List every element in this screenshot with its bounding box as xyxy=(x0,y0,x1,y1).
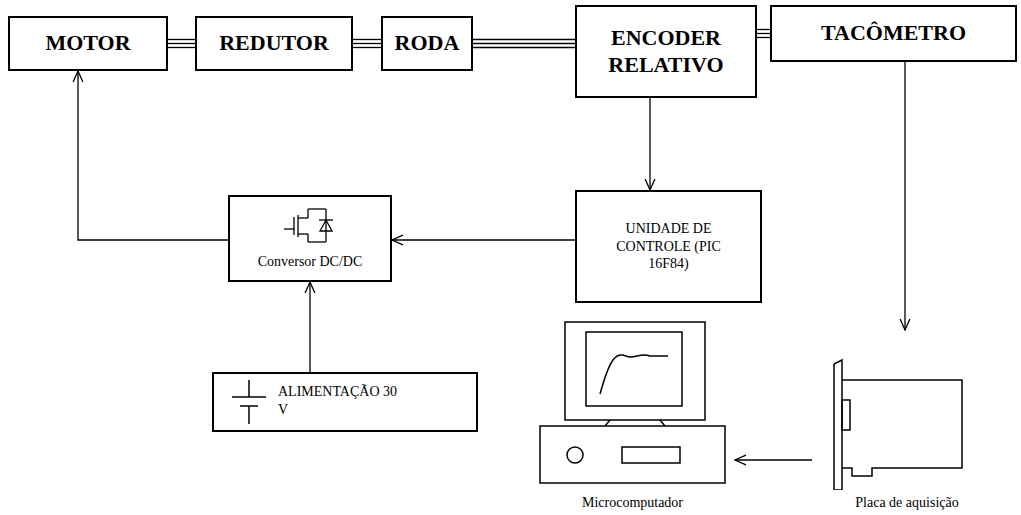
signal-arrow xyxy=(735,455,812,465)
shaft-connector xyxy=(168,40,195,48)
wheel-box: RODA xyxy=(381,16,473,71)
mosfet-diode-symbol xyxy=(282,205,342,245)
caption-label: Placa de aquisição xyxy=(812,494,1002,512)
block-label: MOTOR xyxy=(45,30,130,56)
battery-symbol xyxy=(224,378,274,428)
tachometer-box: TACÔMETRO xyxy=(770,5,1017,62)
caption-label: Conversor DC/DC xyxy=(230,253,390,271)
shaft-connector xyxy=(353,40,381,48)
reducer-box: REDUTOR xyxy=(195,16,353,71)
block-label: RODA xyxy=(395,30,460,56)
block-label: REDUTOR xyxy=(219,30,329,56)
acquisition-card-drawing xyxy=(812,330,1002,490)
motor-box: MOTOR xyxy=(8,16,168,71)
control-unit-box: UNIDADE DE CONTROLE (PIC 16F84) xyxy=(575,190,762,303)
signal-arrow xyxy=(392,235,575,245)
caption-label: UNIDADE DE CONTROLE (PIC 16F84) xyxy=(613,220,725,273)
signal-arrow xyxy=(900,62,910,330)
computer: Microcomputador xyxy=(530,318,735,513)
acquisition-board: Placa de aquisição xyxy=(812,330,1002,513)
block-label: TACÔMETRO xyxy=(821,20,966,46)
shaft-connector xyxy=(473,40,575,48)
shaft-connector xyxy=(757,30,770,38)
signal-arrow xyxy=(73,71,228,240)
encoder-box: ENCODER RELATIVO xyxy=(575,5,757,98)
converter-box: Conversor DC/DC xyxy=(228,195,392,282)
signal-arrow xyxy=(305,282,315,372)
block-label: ENCODER RELATIVO xyxy=(591,25,741,78)
caption-label: ALIMENTAÇÃO 30 V xyxy=(278,383,404,418)
power-supply-box: ALIMENTAÇÃO 30 V xyxy=(212,372,478,432)
caption-label: Microcomputador xyxy=(530,494,735,512)
computer-drawing xyxy=(530,318,735,488)
signal-arrow xyxy=(645,98,655,190)
